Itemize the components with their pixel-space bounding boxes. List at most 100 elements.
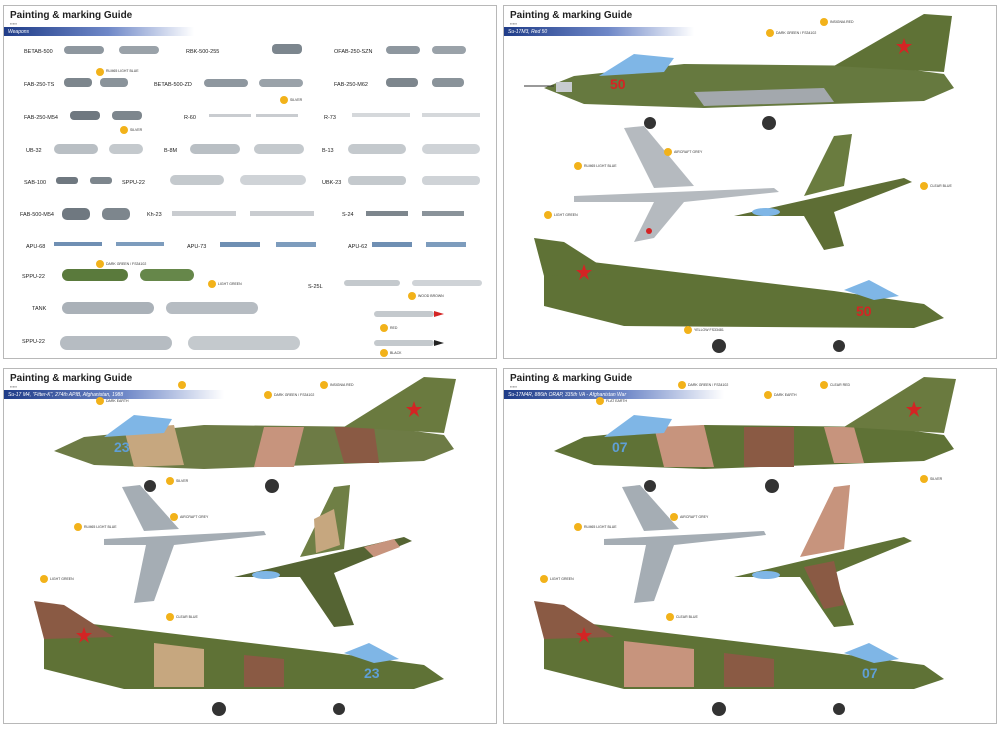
callout: RLM65 LIGHT BLUE xyxy=(584,525,617,529)
tactical-number: 50 xyxy=(856,303,872,319)
star-icon xyxy=(896,38,912,54)
color-badge-icon xyxy=(166,477,174,485)
color-badge-icon xyxy=(170,513,178,521)
color-badge-icon xyxy=(380,349,388,357)
color-badge-icon xyxy=(120,126,128,134)
callout: LIGHT GREEN xyxy=(50,577,74,581)
sppu-22c-side xyxy=(60,336,172,350)
ubk-23-side xyxy=(348,176,406,185)
weapon-label: FAB-250-TS xyxy=(24,82,55,88)
color-badge-icon xyxy=(40,575,48,583)
kh-23-side xyxy=(172,211,236,216)
weapons-drawings xyxy=(54,44,482,350)
wheel-nose xyxy=(644,480,656,492)
plan-camo-pink xyxy=(364,539,400,557)
sppu-22a-alt xyxy=(240,175,306,185)
camo-2-pink xyxy=(624,641,694,687)
weapon-label: B-13 xyxy=(322,148,334,154)
betab-500-alt xyxy=(119,46,159,54)
plan-grey xyxy=(604,531,766,603)
callout: WOOD BROWN xyxy=(418,294,444,298)
tail-fin xyxy=(844,377,956,433)
plan-camo-tan xyxy=(314,509,340,553)
weapons-bar-label: Weapons xyxy=(8,28,30,35)
weapons-panel: Painting & marking Guide ▪▪▪▪▪ Weapons B… xyxy=(3,5,497,359)
plan-camo-wing xyxy=(800,485,850,557)
tail-fin-2 xyxy=(534,601,614,639)
weapon-label: UB-32 xyxy=(26,148,42,154)
weapon-label: FAB-250-M54 xyxy=(24,115,58,121)
ofab-alt xyxy=(432,46,466,54)
weapon-label: S-24 xyxy=(342,212,354,218)
weapon-label: SAB-100 xyxy=(24,180,47,186)
color-badge-icon xyxy=(764,391,772,399)
fab-250-ts-side xyxy=(64,78,92,87)
callout: RED xyxy=(390,326,398,330)
color-badge-icon xyxy=(408,292,416,300)
sab-100-alt xyxy=(90,177,112,184)
callout: AIRCRAFT GREY xyxy=(674,150,703,154)
weapon-label: OFAB-250-SZN xyxy=(334,49,373,55)
wheel-nose-2 xyxy=(833,703,845,715)
callout: AIRCRAFT GREY xyxy=(680,515,709,519)
camo-2-brown xyxy=(244,655,284,687)
canopy-top xyxy=(252,571,280,579)
callout: DARK GREEN / FS34102 xyxy=(274,393,315,397)
apu-73-alt xyxy=(276,242,316,247)
panel-title: Painting & marking Guide xyxy=(10,10,133,21)
rocket-black xyxy=(374,340,434,346)
star-icon xyxy=(406,401,422,417)
color-badge-icon xyxy=(380,324,388,332)
weapon-label: FAB-250-M62 xyxy=(334,82,368,88)
callout: FLAT EARTH xyxy=(606,399,628,403)
b-8m-side xyxy=(190,144,240,154)
r-60-side xyxy=(209,114,251,117)
color-badge-icon xyxy=(820,381,828,389)
plan-green-wing xyxy=(804,134,852,196)
rbk-500-side xyxy=(272,44,302,54)
color-badge-icon xyxy=(208,280,216,288)
color-badge-icon xyxy=(166,613,174,621)
tail-fin-2 xyxy=(534,238,614,276)
betab-500-side xyxy=(64,46,104,54)
star-icon-2 xyxy=(576,264,592,280)
panel-title: Painting & marking Guide xyxy=(510,373,633,384)
callout: RLM65 LIGHT BLUE xyxy=(106,69,139,73)
tail-fin-2 xyxy=(34,601,114,639)
weapons-bar: Weapons xyxy=(4,27,194,36)
color-badge-icon xyxy=(678,381,686,389)
callout: SILVER xyxy=(930,477,943,481)
camo-tan xyxy=(124,425,184,467)
panel-subtitle: ▪▪▪▪▪ xyxy=(10,21,18,26)
panel-bar: Su-17M4R, 886th ORAP, 335th VA - Afghani… xyxy=(504,390,724,399)
color-badge-icon xyxy=(596,397,604,405)
plan-grey-wing xyxy=(622,485,679,531)
star-icon-2 xyxy=(576,627,592,643)
color-badge-icon xyxy=(574,162,582,170)
apu-62-side xyxy=(372,242,412,247)
callout: LIGHT GREEN xyxy=(550,577,574,581)
plan-grey xyxy=(104,531,266,603)
color-badge-icon xyxy=(766,29,774,37)
weapon-label: R-60 xyxy=(184,115,196,121)
wheel-main xyxy=(762,116,776,130)
panel-bar-label: Su-17M4R, 886th ORAP, 335th VA - Afghani… xyxy=(508,391,627,398)
r-60-alt xyxy=(256,114,298,117)
callout: LIGHT GREEN xyxy=(218,282,242,286)
r-73-side xyxy=(352,113,410,117)
wheel-main xyxy=(765,479,779,493)
apu-68-alt xyxy=(116,242,164,246)
callout: SILVER xyxy=(130,128,143,132)
callout: AIRCRAFT GREY xyxy=(180,515,209,519)
sppu-22c-alt xyxy=(188,336,300,350)
s-25l-alt xyxy=(412,280,482,286)
canopy-top xyxy=(752,208,780,216)
color-badge-icon xyxy=(920,475,928,483)
p23-drawings xyxy=(34,377,456,716)
fab-m54-alt xyxy=(112,111,142,120)
plan-grey-wing-top xyxy=(624,126,694,188)
rocket-red-tip xyxy=(434,311,444,317)
color-badge-icon xyxy=(666,613,674,621)
fab-250-ts-alt xyxy=(100,78,128,87)
callout: INSIGNIA RED xyxy=(830,20,854,24)
